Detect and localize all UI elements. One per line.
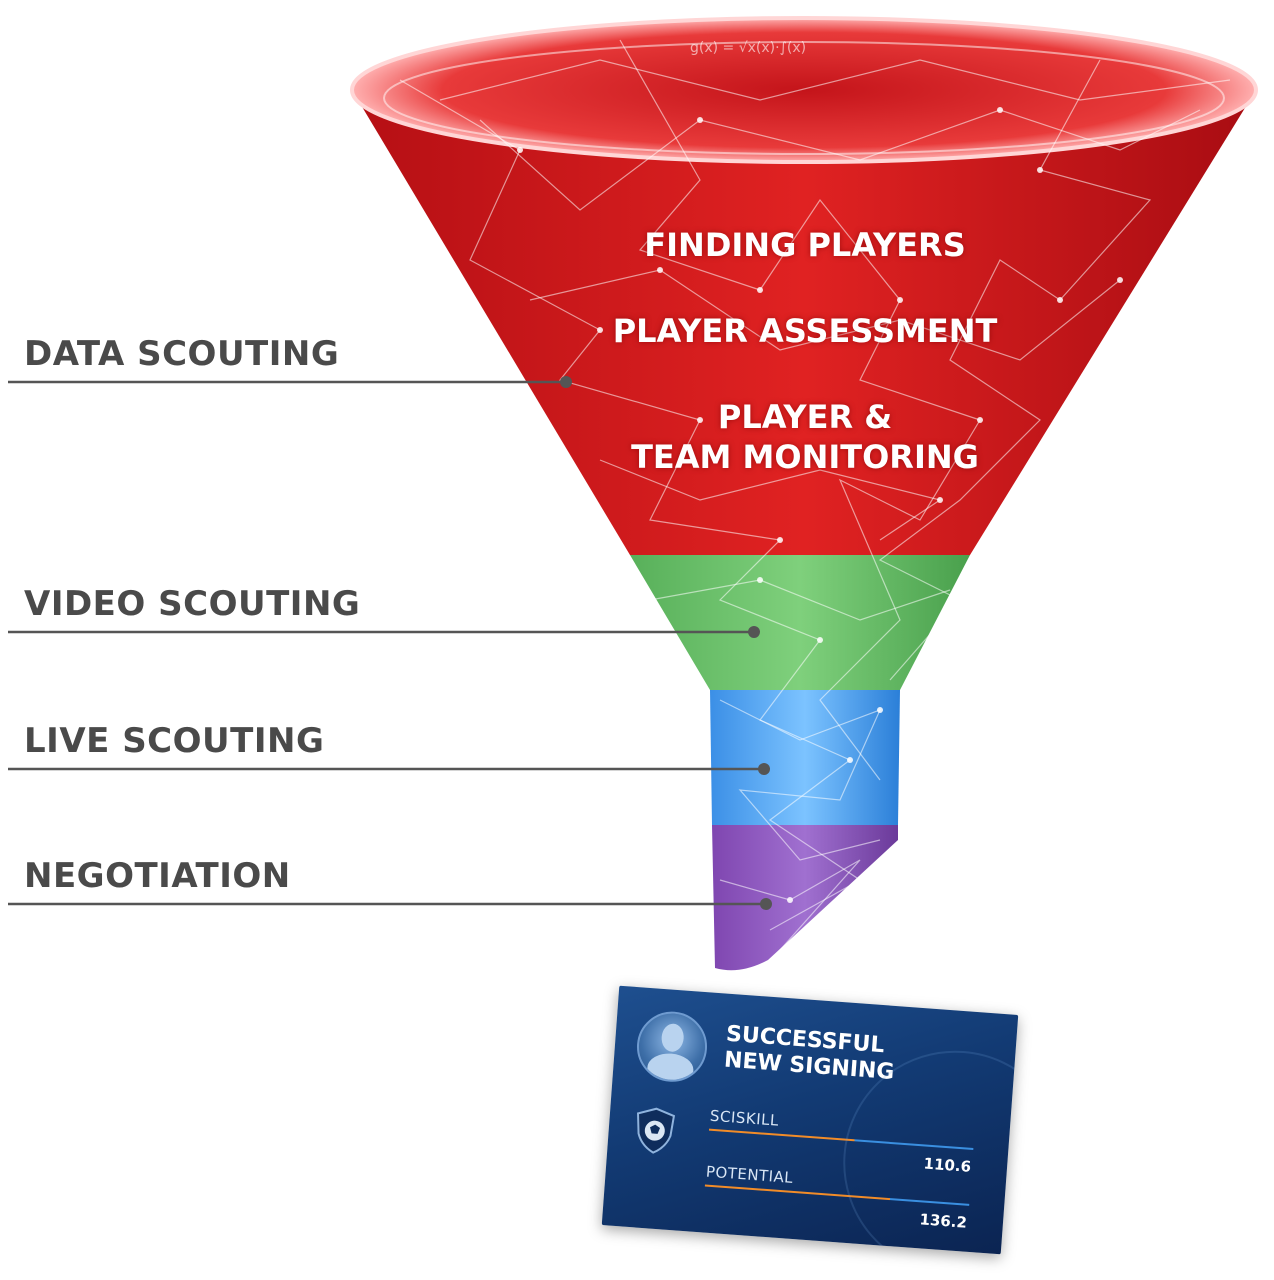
funnel-formula: g(x) = √x(x)·∫(x) — [690, 40, 806, 56]
user-avatar-icon — [634, 1009, 710, 1085]
pointer-dot-data-scouting — [560, 376, 572, 388]
label-data-scouting: DATA SCOUTING — [24, 334, 340, 374]
funnel-stage-live-scouting — [710, 690, 900, 825]
activity-player-and: PLAYER & — [717, 398, 893, 436]
activity-finding-players: FINDING PLAYERS — [644, 226, 966, 264]
label-video-scouting: VIDEO SCOUTING — [24, 584, 361, 624]
mesh-nodes — [517, 107, 1123, 903]
stat-value-potential: 136.2 — [918, 1210, 968, 1232]
pointer-lines — [8, 380, 766, 906]
activity-player-assessment: PLAYER ASSESSMENT — [612, 312, 998, 350]
pointer-dot-video-scouting — [748, 626, 760, 638]
signing-card: SUCCESSFUL NEW SIGNING SCISKILL 110.6 PO… — [601, 985, 1019, 1255]
activity-team-monitoring: TEAM MONITORING — [631, 438, 979, 476]
stat-bar-potential — [704, 1184, 970, 1206]
card-title: SUCCESSFUL NEW SIGNING — [723, 1022, 897, 1086]
funnel-rim — [350, 16, 1258, 164]
stat-label-potential: POTENTIAL — [705, 1162, 794, 1187]
pointer-dots — [560, 376, 772, 910]
funnel-stage-negotiation — [712, 825, 898, 971]
stat-value-sciskill: 110.6 — [923, 1154, 972, 1176]
funnel-stage-video-scouting — [630, 555, 970, 690]
stat-label-sciskill: SCISKILL — [709, 1106, 780, 1130]
label-live-scouting: LIVE SCOUTING — [24, 721, 325, 761]
pointer-dot-negotiation — [760, 898, 772, 910]
stat-bar-sciskill — [708, 1128, 974, 1151]
funnel-stage-data-scouting — [352, 90, 1256, 555]
pointer-dot-live-scouting — [758, 763, 770, 775]
shield-ball-icon — [637, 1107, 676, 1154]
label-negotiation: NEGOTIATION — [24, 856, 291, 896]
